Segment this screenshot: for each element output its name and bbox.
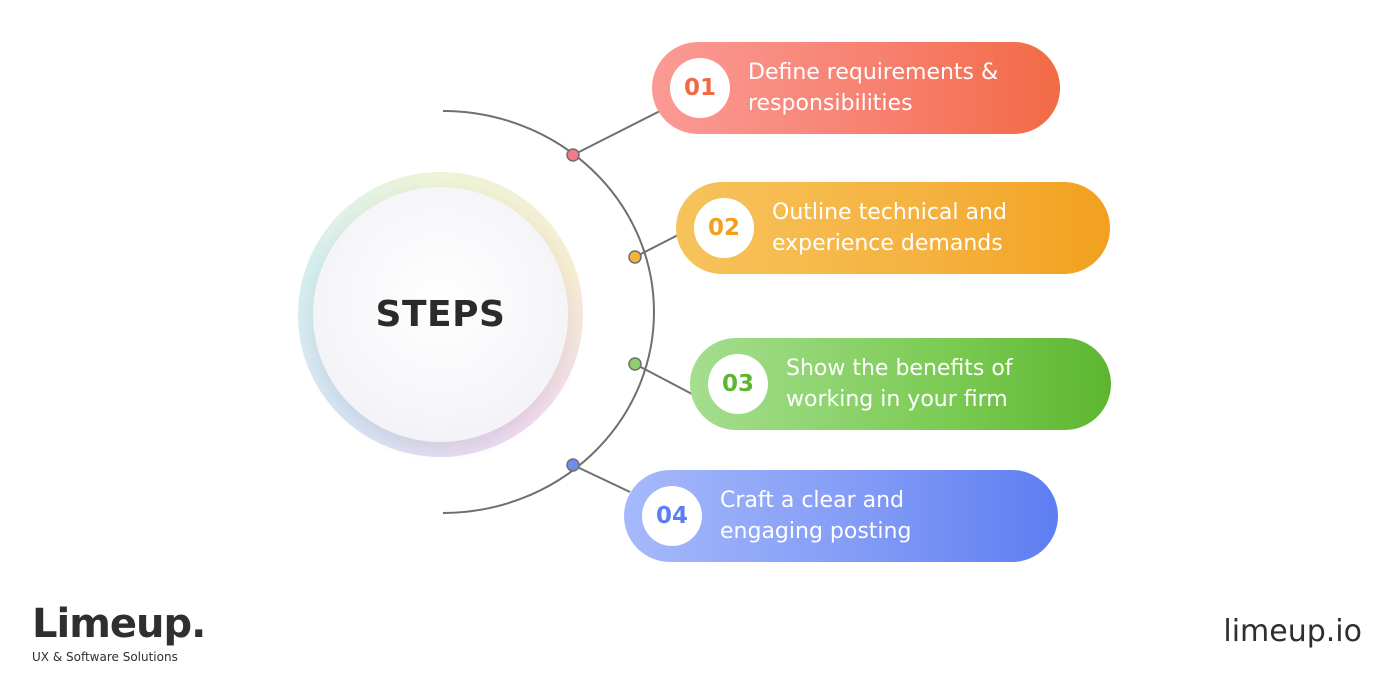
connector-line-1 [572, 110, 661, 156]
brand-logo: Limeup. UX & Software Solutions [32, 600, 206, 664]
connector-line-2 [634, 234, 679, 258]
brand-tagline: UX & Software Solutions [32, 650, 178, 664]
connector-node-2 [628, 250, 642, 264]
step-1-number: 01 [670, 58, 730, 118]
connector-line-3 [634, 363, 693, 395]
hub-circle: STEPS [313, 187, 568, 442]
step-2-number: 02 [694, 198, 754, 258]
step-3-text: Show the benefits of working in your fir… [786, 356, 1013, 412]
hub-label: STEPS [375, 294, 506, 335]
connector-line-4 [572, 464, 631, 493]
connector-node-3 [628, 357, 642, 371]
connector-node-1 [566, 148, 580, 162]
step-4-text: Craft a clear and engaging posting [720, 488, 912, 544]
step-1-text: Define requirements & responsibilities [748, 60, 999, 116]
connector-node-4 [566, 458, 580, 472]
site-url: limeup.io [1223, 614, 1362, 649]
step-2-text: Outline technical and experience demands [772, 200, 1007, 256]
connector-arc [442, 110, 655, 514]
brand-name: Limeup. [32, 601, 206, 647]
step-4-number: 04 [642, 486, 702, 546]
step-3-pill: 03 Show the benefits of working in your … [690, 338, 1111, 430]
step-1-pill: 01 Define requirements & responsibilitie… [652, 42, 1060, 134]
step-2-pill: 02 Outline technical and experience dema… [676, 182, 1110, 274]
step-3-number: 03 [708, 354, 768, 414]
step-4-pill: 04 Craft a clear and engaging posting [624, 470, 1058, 562]
